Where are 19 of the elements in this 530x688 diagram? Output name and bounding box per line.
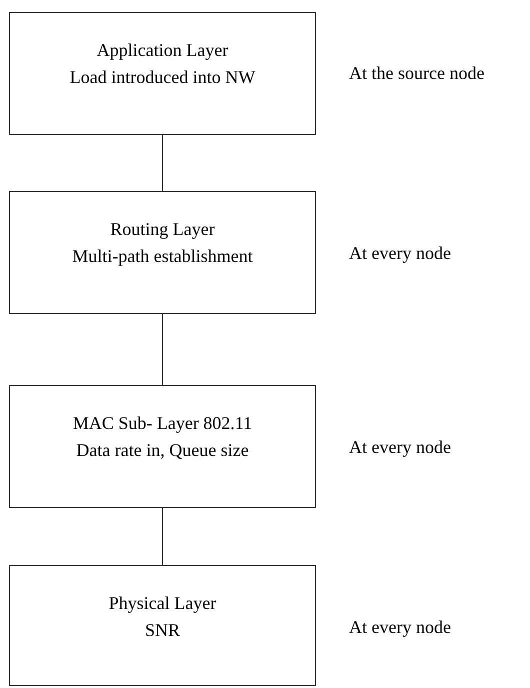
location-note: At every node bbox=[349, 436, 451, 459]
layer-description: Load introduced into NW bbox=[68, 66, 256, 89]
layer-box bbox=[9, 385, 316, 508]
layer-box bbox=[9, 12, 316, 135]
connector-line bbox=[162, 314, 163, 386]
layer-description: SNR bbox=[144, 619, 181, 642]
layer-title: Physical Layer bbox=[108, 592, 218, 615]
layer-description: Multi-path establishment bbox=[71, 245, 254, 268]
connector-line bbox=[162, 134, 163, 192]
layer-description: Data rate in, Queue size bbox=[75, 439, 250, 462]
location-note: At every node bbox=[349, 242, 451, 265]
layer-box bbox=[9, 565, 316, 686]
location-note: At the source node bbox=[349, 62, 484, 85]
location-note: At every node bbox=[349, 616, 451, 639]
layer-title: Application Layer bbox=[96, 39, 230, 62]
layer-title: MAC Sub- Layer 802.11 bbox=[72, 412, 254, 435]
layer-box bbox=[9, 191, 316, 314]
layer-title: Routing Layer bbox=[109, 218, 216, 241]
connector-line bbox=[162, 508, 163, 566]
